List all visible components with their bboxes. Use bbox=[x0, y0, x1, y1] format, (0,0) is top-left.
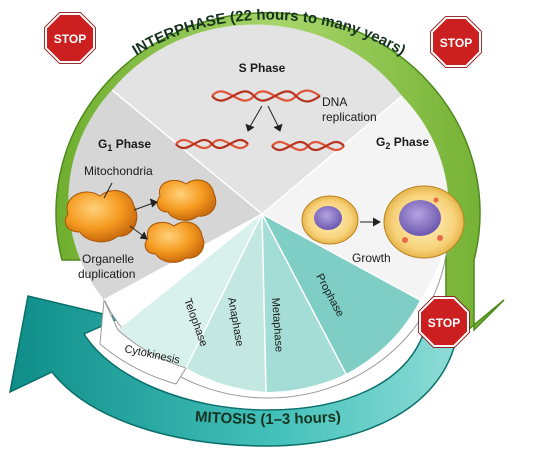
s-phase-title: S Phase bbox=[239, 61, 286, 75]
mitochondria-large bbox=[64, 190, 138, 243]
growth-arrow bbox=[360, 217, 382, 227]
organelle-label-line2: duplication bbox=[78, 267, 135, 281]
stop-sign-left: STOP bbox=[44, 12, 96, 64]
mitosis-title: MITOSIS (1–3 hours) bbox=[195, 408, 342, 428]
dna-label-line2: replication bbox=[322, 110, 377, 124]
dna-helix-right bbox=[271, 140, 345, 152]
g2-phase-title: G2 Phase bbox=[376, 135, 429, 151]
prophase-wedge bbox=[262, 214, 420, 374]
mitochondria-label: Mitochondria bbox=[84, 164, 153, 178]
dna-helix-left bbox=[175, 138, 249, 150]
organelle-label-line1: Organelle bbox=[82, 252, 134, 266]
dna-label-line1: DNA bbox=[322, 95, 347, 109]
mitochondria-upper bbox=[156, 179, 217, 221]
stop-sign-right: STOP bbox=[430, 16, 482, 68]
dna-helix-top bbox=[211, 89, 321, 103]
metaphase-wedge bbox=[262, 214, 346, 392]
s-wedge bbox=[112, 24, 402, 214]
stop-text-right: STOP bbox=[440, 36, 472, 50]
g1-phase-title: G1 Phase bbox=[98, 137, 151, 153]
stop-sign-bottom-right: STOP bbox=[418, 296, 470, 348]
dna-arrows bbox=[245, 105, 283, 132]
mitochondria-lower bbox=[144, 221, 205, 263]
cell-small bbox=[301, 195, 359, 245]
mitosis-arrow bbox=[8, 295, 457, 447]
cell-large bbox=[383, 185, 465, 259]
stop-text-left: STOP bbox=[54, 32, 86, 46]
cytokinesis-band bbox=[99, 298, 187, 385]
telophase-wedge bbox=[118, 214, 262, 368]
stop-text-bottom: STOP bbox=[428, 316, 460, 330]
mito-arrows bbox=[103, 182, 158, 240]
wedge-dividers bbox=[103, 89, 421, 393]
growth-label: Growth bbox=[352, 251, 391, 265]
metaphase-label: Metaphase bbox=[269, 297, 285, 352]
anaphase-wedge bbox=[186, 214, 266, 392]
